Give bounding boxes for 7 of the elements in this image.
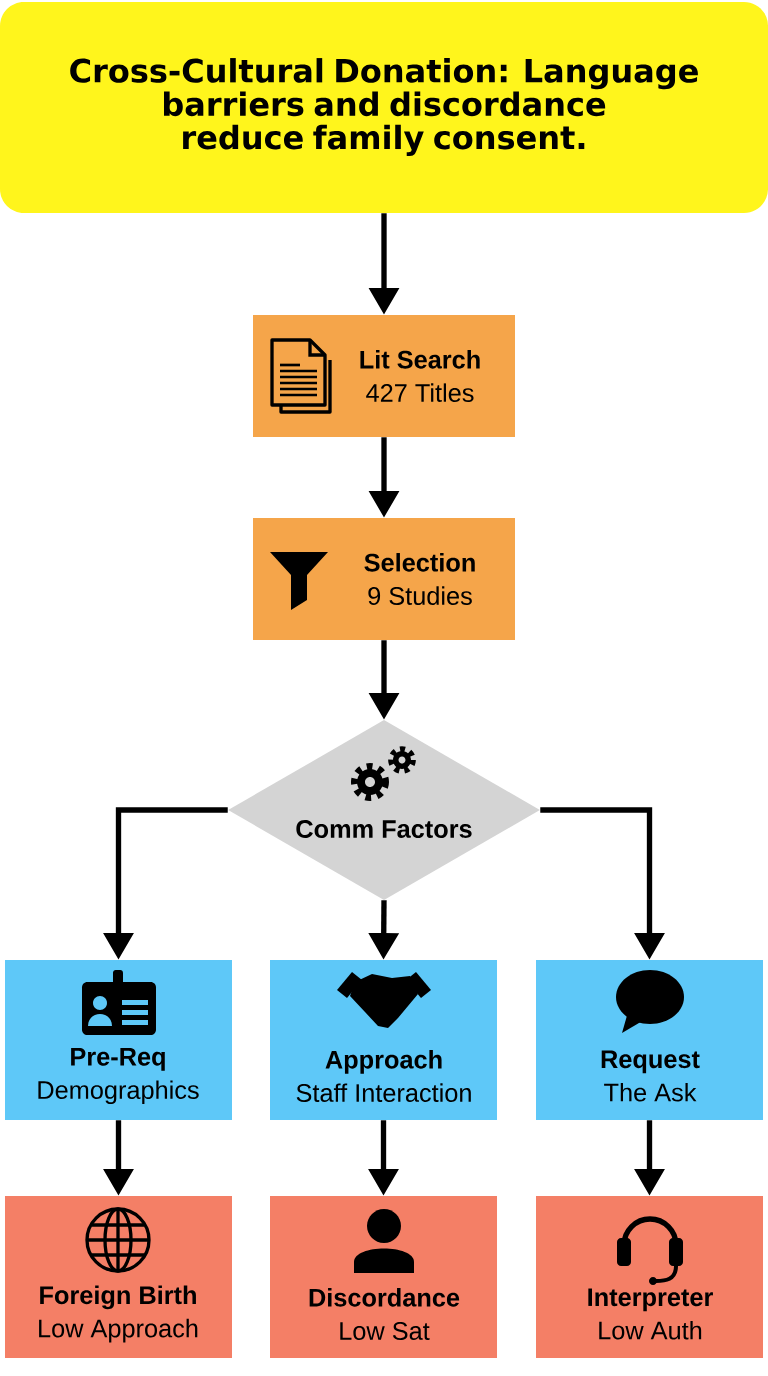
process-box: Discordance Low Sat [270,1196,497,1358]
process-box: Request The Ask [536,960,763,1120]
title-box: Cross-Cultural Donation: Language barriers and discordance reduce family consent. [0,2,768,213]
process-box: Interpreter Low Auth [536,1196,763,1358]
process-box: Selection 9 Studies [253,518,515,640]
process-box: Foreign Birth Low Approach [5,1196,232,1358]
process-box: Approach Staff Interaction [270,960,497,1120]
